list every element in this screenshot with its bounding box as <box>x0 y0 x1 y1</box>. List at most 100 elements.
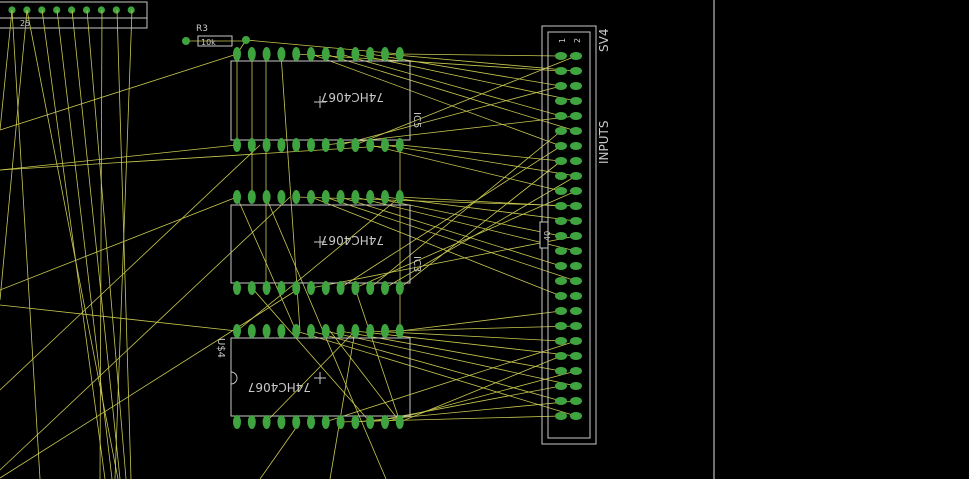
connector-pad-odd-16[interactable] <box>555 277 567 285</box>
chip-pad-ic3-top-10[interactable] <box>366 190 375 204</box>
connector-sv4[interactable]: 1 2 40 SV4 INPUTS <box>539 25 611 445</box>
connector-pad-even-19[interactable] <box>570 322 582 330</box>
chip-pad-u4-bottom-5[interactable] <box>292 415 301 429</box>
chip-pad-ic5-top-8[interactable] <box>336 47 345 61</box>
chip-pad-u4-bottom-12[interactable] <box>395 415 404 429</box>
connector-pad-even-6[interactable] <box>570 127 582 135</box>
connector-pad-odd-8[interactable] <box>555 157 567 165</box>
top-header-pad-3[interactable] <box>38 6 46 14</box>
chip-pad-u4-top-5[interactable] <box>292 324 301 338</box>
chip-pad-ic3-bottom-2[interactable] <box>247 281 256 295</box>
connector-pad-even-4[interactable] <box>570 97 582 105</box>
connector-pad-odd-5[interactable] <box>555 112 567 120</box>
chip-pad-u4-bottom-9[interactable] <box>351 415 360 429</box>
chip-pad-u4-top-7[interactable] <box>321 324 330 338</box>
chip-pad-u4-top-8[interactable] <box>336 324 345 338</box>
connector-pad-even-22[interactable] <box>570 367 582 375</box>
chip-pad-ic3-top-1[interactable] <box>233 190 241 204</box>
chip-pad-ic3-top-4[interactable] <box>277 190 286 204</box>
resistor-pad-1[interactable] <box>182 37 190 45</box>
connector-pad-odd-14[interactable] <box>555 247 567 255</box>
chip-pad-ic5-bottom-6[interactable] <box>307 138 315 152</box>
chip-pad-u4-top-11[interactable] <box>381 324 389 338</box>
chip-pad-ic3-top-7[interactable] <box>321 190 330 204</box>
connector-pad-even-17[interactable] <box>570 292 582 300</box>
chip-pad-ic5-bottom-7[interactable] <box>321 138 330 152</box>
chip-pad-ic5-bottom-10[interactable] <box>366 138 375 152</box>
resistor-pad-2[interactable] <box>242 36 250 44</box>
chip-pad-ic3-bottom-5[interactable] <box>292 281 301 295</box>
chip-pad-ic3-bottom-7[interactable] <box>321 281 330 295</box>
connector-pad-odd-24[interactable] <box>555 397 567 405</box>
connector-pad-even-23[interactable] <box>570 382 582 390</box>
chip-pad-ic5-top-9[interactable] <box>351 47 360 61</box>
chip-pad-ic3-top-5[interactable] <box>292 190 301 204</box>
chip-pad-ic3-top-12[interactable] <box>395 190 404 204</box>
chip-pad-u4-top-1[interactable] <box>233 324 241 338</box>
chip-pad-ic3-top-8[interactable] <box>336 190 345 204</box>
connector-pad-even-1[interactable] <box>570 52 582 60</box>
connector-pad-even-11[interactable] <box>570 202 582 210</box>
connector-pad-even-2[interactable] <box>570 67 582 75</box>
chip-pad-u4-top-4[interactable] <box>277 324 286 338</box>
chip-pad-ic5-bottom-9[interactable] <box>351 138 360 152</box>
connector-pad-even-24[interactable] <box>570 397 582 405</box>
chip-pad-ic3-bottom-10[interactable] <box>366 281 375 295</box>
chip-pad-ic3-bottom-6[interactable] <box>307 281 315 295</box>
connector-pad-even-25[interactable] <box>570 412 582 420</box>
connector-pad-even-14[interactable] <box>570 247 582 255</box>
chip-pad-u4-top-9[interactable] <box>351 324 360 338</box>
connector-pad-odd-4[interactable] <box>555 97 567 105</box>
chip-pad-ic5-top-4[interactable] <box>277 47 286 61</box>
chip-pad-ic3-bottom-4[interactable] <box>277 281 286 295</box>
chip-pad-ic5-top-1[interactable] <box>233 47 241 61</box>
top-header-pad-7[interactable] <box>97 6 105 14</box>
chip-pad-ic5-bottom-8[interactable] <box>336 138 345 152</box>
connector-pad-even-9[interactable] <box>570 172 582 180</box>
chip-u4[interactable]: 74HC4067 U$4 <box>215 337 411 417</box>
chip-ic3[interactable]: 74HC4067 IC3 <box>230 204 422 284</box>
chip-pad-ic3-bottom-9[interactable] <box>351 281 360 295</box>
connector-pad-even-20[interactable] <box>570 337 582 345</box>
connector-pad-even-21[interactable] <box>570 352 582 360</box>
connector-pad-odd-9[interactable] <box>555 172 567 180</box>
chip-pad-ic3-top-3[interactable] <box>262 190 271 204</box>
chip-pad-ic3-top-9[interactable] <box>351 190 360 204</box>
connector-pad-even-16[interactable] <box>570 277 582 285</box>
chip-pad-ic5-top-7[interactable] <box>321 47 330 61</box>
connector-pad-even-7[interactable] <box>570 142 582 150</box>
chip-pad-ic3-bottom-11[interactable] <box>381 281 389 295</box>
connector-pad-odd-17[interactable] <box>555 292 567 300</box>
chip-pad-u4-bottom-3[interactable] <box>262 415 271 429</box>
top-header-pad-9[interactable] <box>127 6 135 14</box>
connector-pad-odd-3[interactable] <box>555 82 567 90</box>
chip-ic5[interactable]: 74HC4067 IC5 <box>230 60 422 141</box>
chip-pad-ic5-top-3[interactable] <box>262 47 271 61</box>
chip-pad-u4-top-6[interactable] <box>307 324 315 338</box>
chip-pad-ic5-bottom-1[interactable] <box>233 138 241 152</box>
chip-pad-u4-bottom-8[interactable] <box>336 415 345 429</box>
chip-pad-ic5-bottom-12[interactable] <box>395 138 404 152</box>
chip-pad-ic3-bottom-1[interactable] <box>233 281 241 295</box>
connector-pad-odd-6[interactable] <box>555 127 567 135</box>
chip-pad-ic3-top-2[interactable] <box>247 190 256 204</box>
connector-pad-even-10[interactable] <box>570 187 582 195</box>
chip-pad-ic5-bottom-4[interactable] <box>277 138 286 152</box>
connector-pad-odd-11[interactable] <box>555 202 567 210</box>
chip-pad-u4-top-12[interactable] <box>395 324 404 338</box>
chip-pad-ic3-bottom-8[interactable] <box>336 281 345 295</box>
top-header[interactable]: 25 <box>0 1 148 29</box>
connector-pad-odd-10[interactable] <box>555 187 567 195</box>
chip-pad-u4-bottom-1[interactable] <box>233 415 241 429</box>
connector-pad-odd-13[interactable] <box>555 232 567 240</box>
connector-pad-odd-7[interactable] <box>555 142 567 150</box>
chip-pad-ic5-bottom-2[interactable] <box>247 138 256 152</box>
connector-pad-odd-2[interactable] <box>555 67 567 75</box>
connector-pad-even-13[interactable] <box>570 232 582 240</box>
chip-pad-ic5-top-6[interactable] <box>307 47 315 61</box>
top-header-pad-6[interactable] <box>82 6 91 14</box>
connector-pad-odd-25[interactable] <box>555 412 567 420</box>
resistor-r3[interactable]: R3 10k <box>182 24 250 47</box>
chip-pad-ic5-bottom-11[interactable] <box>381 138 389 152</box>
chip-pad-u4-bottom-10[interactable] <box>366 415 375 429</box>
